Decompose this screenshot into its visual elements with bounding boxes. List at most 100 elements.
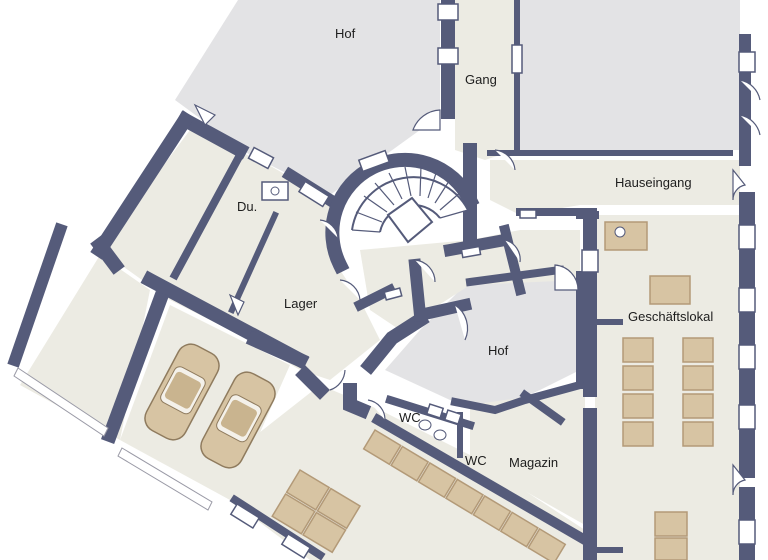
shelf	[417, 461, 457, 499]
window-icon	[738, 519, 756, 545]
window-icon	[247, 146, 275, 170]
window-icon	[460, 245, 482, 259]
window-icon	[357, 149, 391, 173]
window-icon	[297, 180, 331, 208]
window-icon	[519, 209, 537, 219]
shelf	[604, 221, 648, 251]
door-swing-icon	[739, 114, 761, 136]
wall-hof-center-bottom	[450, 380, 585, 415]
wall-hall-diagonal	[371, 413, 592, 547]
floor-garage	[120, 305, 290, 500]
door-swing-icon	[554, 264, 579, 291]
window-icon	[581, 249, 599, 273]
wall-center-hall	[408, 258, 473, 323]
sanitary	[261, 181, 626, 441]
door-swing-icon	[732, 168, 747, 201]
shelf	[302, 511, 347, 554]
spiral-staircase-icon	[351, 165, 469, 244]
room-label-geschaeftslokal: Geschäftslokal	[628, 309, 713, 324]
toilet-icon	[433, 429, 447, 441]
shelf	[622, 337, 654, 363]
door-swing-icon	[739, 79, 761, 101]
window-icon	[738, 287, 756, 313]
room-label-wc-2: WC	[465, 453, 487, 468]
corridor-gang	[455, 0, 515, 160]
courtyard-center	[385, 280, 580, 410]
shelf	[499, 511, 539, 548]
window-icon	[511, 44, 523, 74]
wall-center-hall-2	[443, 233, 512, 257]
shelf	[285, 468, 331, 511]
window-icon	[229, 502, 261, 530]
car-icon	[200, 371, 276, 469]
shelf	[654, 511, 688, 537]
window-icon	[443, 409, 463, 425]
wall-hof-center-left	[360, 310, 430, 375]
shelf	[682, 365, 714, 391]
wall-du-left	[169, 149, 246, 281]
room-label-gang: Gang	[465, 72, 497, 87]
wall-bottom-right	[343, 383, 372, 420]
room-labels: Hof Gang Hauseingang Du. Lager Geschäfts…	[237, 26, 713, 470]
room-label-hof-top: Hof	[335, 26, 356, 41]
doors	[193, 79, 761, 496]
shelf	[472, 494, 512, 532]
wall-leftwing-top	[175, 110, 250, 160]
furniture	[271, 221, 714, 560]
window-icon	[738, 344, 756, 370]
shelf	[654, 537, 688, 560]
shelf	[649, 275, 691, 305]
shelf	[271, 492, 316, 535]
door-swing-icon	[732, 463, 747, 496]
shelf	[682, 421, 714, 447]
courtyard-top-right	[520, 0, 740, 150]
wall-leftwing-outer	[90, 110, 195, 260]
toilet-icon	[418, 419, 432, 431]
room-label-magazin: Magazin	[509, 455, 558, 470]
shelf	[622, 365, 654, 391]
door-swing-icon	[504, 239, 521, 263]
door-swing-icon	[339, 279, 361, 301]
floor-hauseingang	[490, 160, 740, 215]
window-icon	[738, 224, 756, 250]
door-swing-icon	[193, 103, 217, 127]
window-icon	[437, 47, 459, 65]
door-swing-icon	[329, 369, 346, 391]
window-icon	[383, 287, 403, 301]
shelf	[682, 337, 714, 363]
wall-leftwing-far	[7, 222, 68, 368]
door-swing-icon	[454, 304, 469, 341]
shower-icon	[261, 181, 289, 201]
car-icon	[144, 343, 220, 441]
window-icon	[738, 404, 756, 430]
windows	[13, 3, 756, 560]
shelf	[622, 421, 654, 447]
window-icon	[13, 367, 109, 437]
room-label-wc-1: WC	[399, 410, 421, 425]
floor-geschaeftslokal	[595, 215, 740, 560]
door-swing-icon	[414, 259, 436, 283]
door-swing-icon	[412, 109, 441, 131]
shelf	[527, 527, 567, 560]
shelf	[682, 393, 714, 419]
wall-garage-sep	[245, 330, 310, 370]
window-icon	[425, 403, 445, 419]
room-label-hof-center: Hof	[488, 343, 509, 358]
room-label-hauseingang: Hauseingang	[615, 175, 692, 190]
window-icon	[738, 51, 756, 73]
window-icon	[117, 447, 213, 511]
wall-leftwing-lower	[90, 235, 125, 275]
window-icon	[280, 532, 312, 560]
shelf	[316, 487, 362, 530]
door-swing-icon	[228, 293, 245, 317]
wall-center-hall-3	[498, 223, 527, 297]
door-swing-icon	[494, 149, 516, 171]
sink-icon	[614, 226, 626, 238]
door-swing-icon	[319, 219, 339, 239]
room-label-du: Du.	[237, 199, 257, 214]
shelf	[390, 445, 430, 482]
shelf	[362, 428, 402, 466]
door-swing-icon	[367, 399, 386, 421]
window-icon	[437, 3, 459, 21]
